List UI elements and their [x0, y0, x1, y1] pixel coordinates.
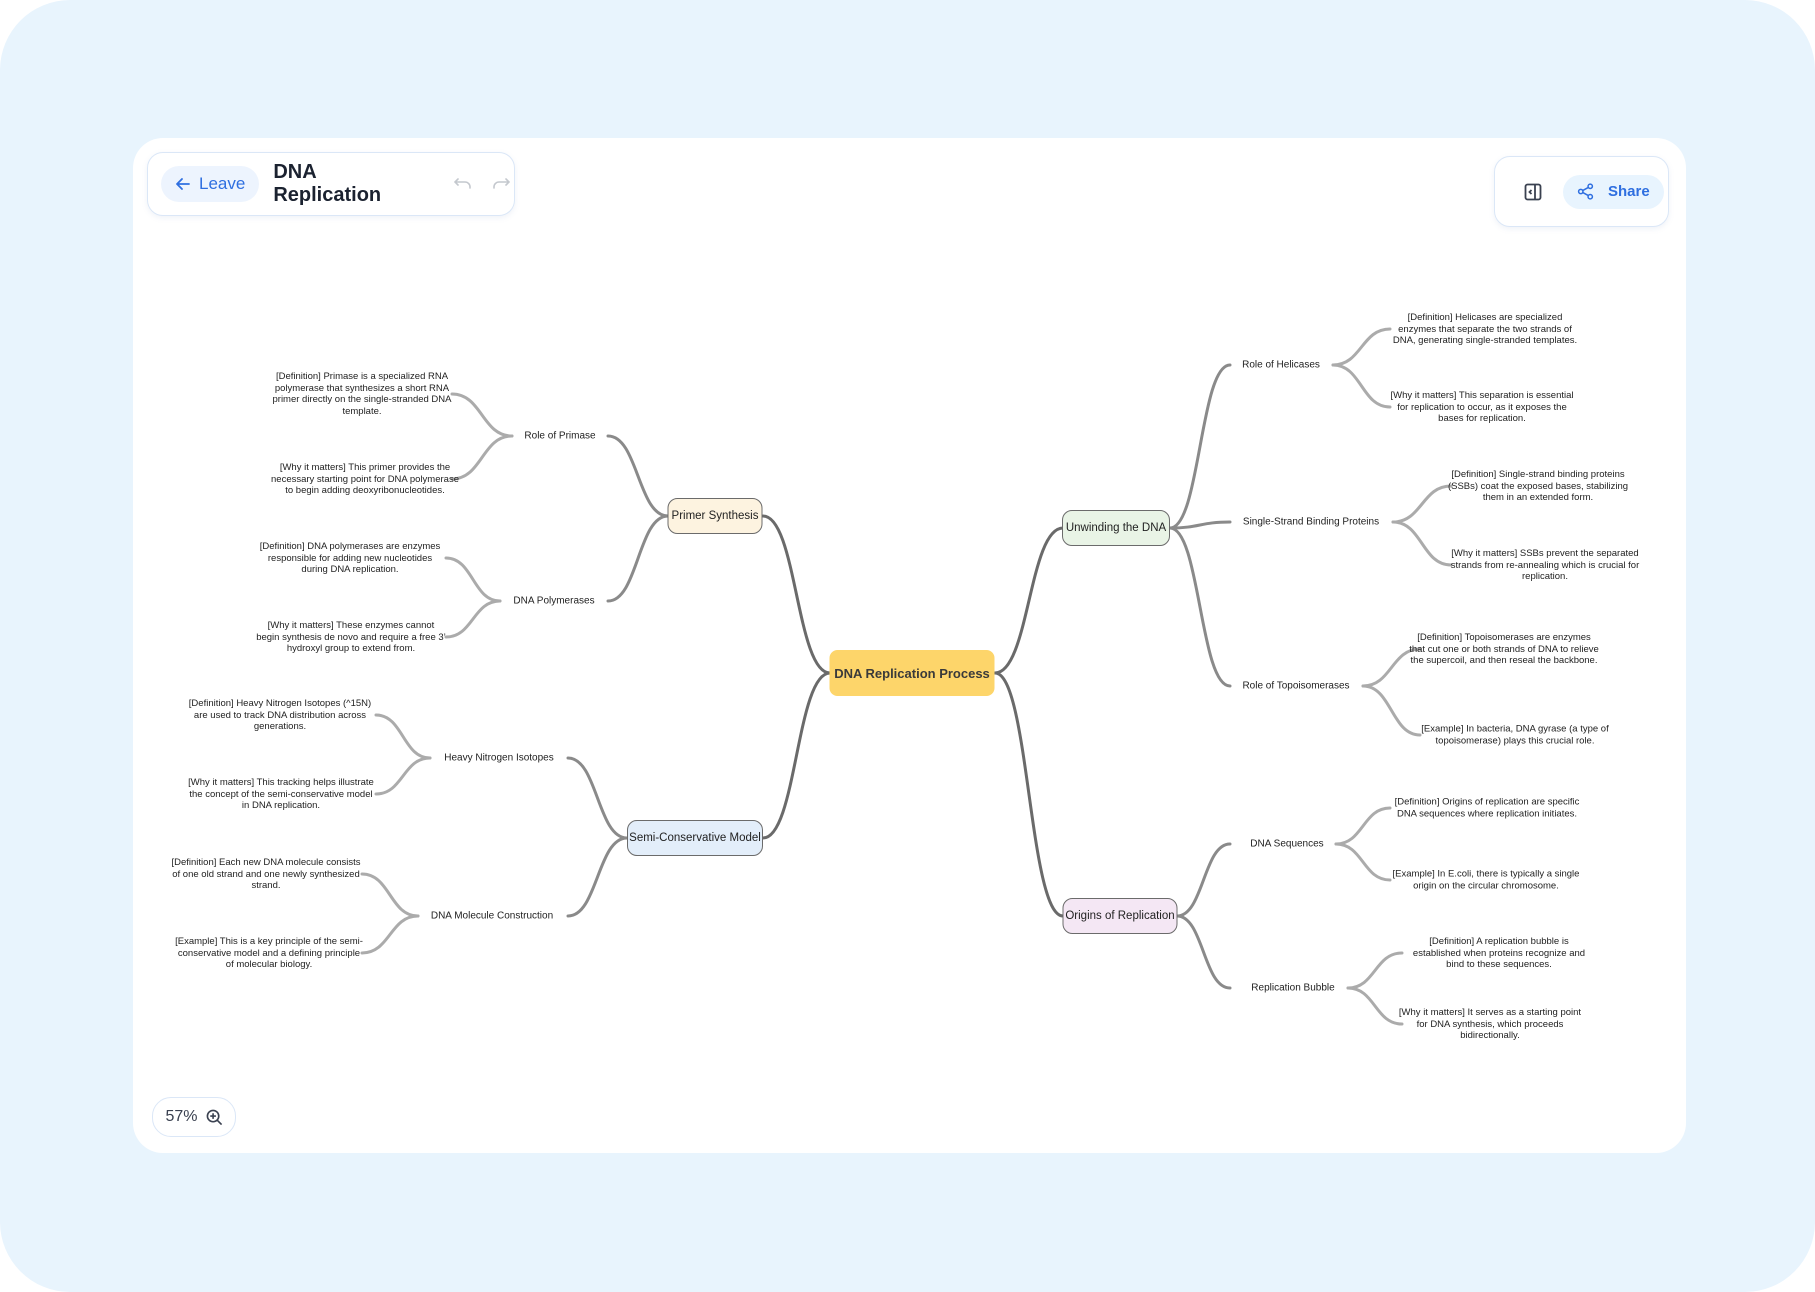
edge-leaf	[1346, 986, 1404, 1026]
edge-unwinding-helicases	[1168, 363, 1232, 530]
node-primer-synthesis[interactable]: Primer Synthesis	[667, 498, 763, 534]
mindmap-canvas[interactable]	[133, 138, 1686, 1153]
leave-label: Leave	[199, 174, 246, 193]
leaf-ssb-why[interactable]: [Why it matters] SSBs prevent the separa…	[1450, 547, 1640, 582]
leaf-topo-definition[interactable]: [Definition] Topoisomerases are enzymes …	[1409, 631, 1599, 666]
undo-button[interactable]	[450, 170, 476, 198]
edge-semi-isotopes	[566, 756, 629, 840]
edge-leaf	[1331, 327, 1392, 367]
leaf-topo-example[interactable]: [Example] In bacteria, DNA gyrase (a typ…	[1421, 723, 1609, 747]
edge-primer-primase	[606, 434, 670, 518]
edge-central-origins	[993, 671, 1065, 918]
edge-leaf	[1391, 484, 1453, 524]
toggle-sidebar-button[interactable]	[1519, 178, 1547, 206]
node-role-of-helicases[interactable]: Role of Helicases	[1242, 359, 1320, 371]
edge-leaf	[1331, 363, 1392, 409]
redo-icon	[493, 178, 510, 189]
edge-leaf	[374, 756, 432, 796]
edge-leaf	[444, 599, 502, 639]
leave-button[interactable]: Leave	[161, 166, 260, 202]
redo-button[interactable]	[488, 170, 514, 198]
edge-leaf	[450, 434, 514, 481]
leaf-bubble-definition[interactable]: [Definition] A replication bubble is est…	[1412, 935, 1586, 970]
central-node[interactable]: DNA Replication Process	[829, 650, 995, 696]
node-single-strand-binding-proteins[interactable]: Single-Strand Binding Proteins	[1242, 516, 1380, 528]
edge-leaf	[1346, 951, 1404, 990]
leaf-helicases-definition[interactable]: [Definition] Helicases are specialized e…	[1392, 311, 1578, 346]
edge-central-semi	[761, 671, 832, 840]
edge-unwinding-topo	[1168, 526, 1232, 688]
edge-leaf	[360, 872, 420, 918]
leaf-construction-example[interactable]: [Example] This is a key principle of the…	[175, 935, 363, 970]
edge-leaf	[1361, 684, 1422, 737]
edge-leaf	[360, 914, 420, 955]
leaf-polymerases-why[interactable]: [Why it matters] These enzymes cannot be…	[256, 619, 446, 654]
node-heavy-nitrogen-isotopes[interactable]: Heavy Nitrogen Isotopes	[444, 752, 554, 764]
node-unwinding-dna[interactable]: Unwinding the DNA	[1062, 510, 1170, 546]
edge-leaf	[1391, 520, 1453, 567]
node-role-of-primase[interactable]: Role of Primase	[524, 430, 596, 442]
edge-primer-polymerases	[606, 514, 670, 603]
header-right-panel: Share	[1494, 156, 1669, 227]
node-dna-sequences[interactable]: DNA Sequences	[1250, 838, 1324, 850]
edge-leaf	[374, 713, 432, 760]
leaf-primase-definition[interactable]: [Definition] Primase is a specialized RN…	[272, 371, 452, 417]
edge-central-primer	[761, 514, 832, 675]
leaf-polymerases-definition[interactable]: [Definition] DNA polymerases are enzymes…	[259, 540, 441, 575]
leaf-isotopes-definition[interactable]: [Definition] Heavy Nitrogen Isotopes (^1…	[188, 697, 372, 732]
edge-unwinding-ssb	[1168, 520, 1232, 530]
edge-origins-sequences	[1175, 842, 1232, 918]
leaf-bubble-why[interactable]: [Why it matters] It serves as a starting…	[1398, 1006, 1582, 1041]
zoom-level: 57%	[165, 1108, 198, 1125]
share-icon	[1577, 183, 1594, 200]
leaf-ssb-definition[interactable]: [Definition] Single-strand binding prote…	[1447, 468, 1629, 503]
header-left-panel: Leave DNA Replication	[147, 152, 515, 216]
share-label: Share	[1608, 183, 1650, 200]
zoom-in-icon[interactable]	[206, 1109, 223, 1126]
edge-leaf	[1334, 806, 1392, 846]
zoom-control[interactable]: 57%	[152, 1097, 236, 1137]
edge-leaf	[444, 556, 502, 603]
node-role-of-topoisomerases[interactable]: Role of Topoisomerases	[1242, 680, 1350, 692]
edge-leaf	[1361, 647, 1422, 688]
leaf-primase-why[interactable]: [Why it matters] This primer provides th…	[271, 461, 459, 496]
node-semi-conservative-model[interactable]: Semi-Conservative Model	[627, 820, 763, 856]
leaf-construction-definition[interactable]: [Definition] Each new DNA molecule consi…	[171, 856, 361, 891]
node-dna-molecule-construction[interactable]: DNA Molecule Construction	[430, 910, 554, 922]
edge-leaf	[450, 392, 514, 438]
leaf-sequences-definition[interactable]: [Definition] Origins of replication are …	[1394, 796, 1580, 820]
document-title: DNA Replication	[273, 161, 382, 206]
leaf-helicases-why[interactable]: [Why it matters] This separation is esse…	[1390, 389, 1574, 424]
arrow-left-icon	[176, 178, 190, 190]
edge-semi-construction	[566, 836, 629, 918]
undo-icon	[453, 178, 471, 189]
node-dna-polymerases[interactable]: DNA Polymerases	[513, 595, 595, 607]
leaf-isotopes-why[interactable]: [Why it matters] This tracking helps ill…	[188, 776, 374, 811]
node-replication-bubble[interactable]: Replication Bubble	[1251, 982, 1335, 994]
edge-central-unwinding	[993, 526, 1065, 675]
node-origins-of-replication[interactable]: Origins of Replication	[1062, 898, 1178, 934]
edge-origins-bubble	[1175, 914, 1232, 990]
sidebar-toggle-icon	[1524, 183, 1542, 200]
leaf-sequences-example[interactable]: [Example] In E.coli, there is typically …	[1392, 868, 1580, 892]
share-button[interactable]: Share	[1563, 174, 1664, 209]
edge-leaf	[1334, 842, 1392, 882]
